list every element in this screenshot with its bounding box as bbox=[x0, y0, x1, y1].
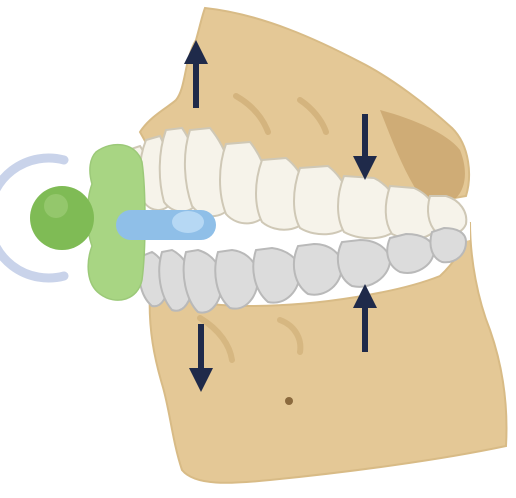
lower-tooth bbox=[387, 234, 434, 273]
pacifier-button-highlight bbox=[44, 194, 68, 218]
chin-mole bbox=[285, 397, 293, 405]
lower-tooth bbox=[338, 240, 390, 287]
lower-tooth bbox=[430, 228, 466, 262]
pacifier-nipple-highlight bbox=[172, 211, 204, 233]
pacifier-button bbox=[30, 186, 94, 250]
lower-tooth bbox=[215, 250, 258, 309]
lower-tooth bbox=[253, 248, 300, 303]
lower-tooth bbox=[294, 244, 342, 295]
